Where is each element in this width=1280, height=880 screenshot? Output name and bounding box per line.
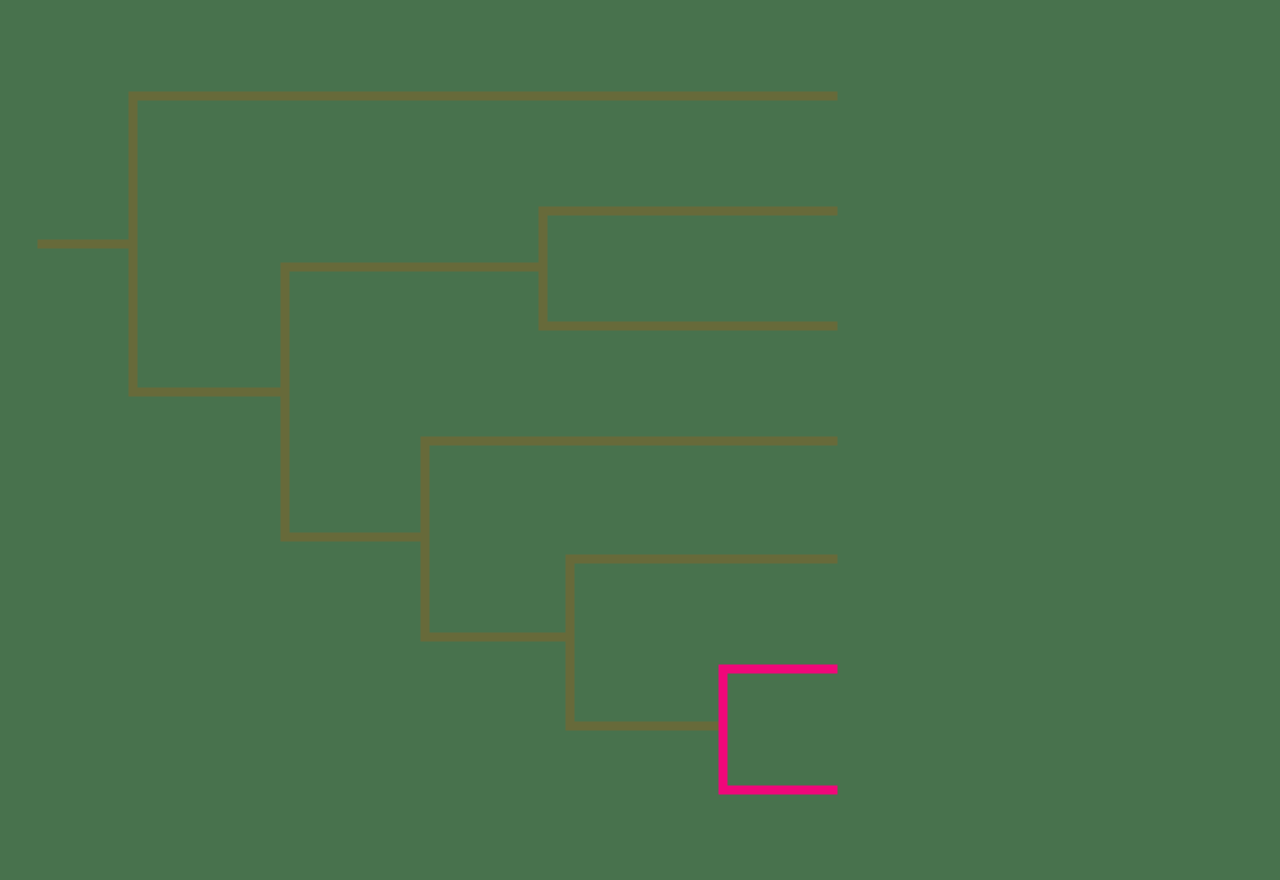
node-5-branch bbox=[565, 554, 838, 731]
tree-branches bbox=[37, 91, 838, 731]
node-2-branch bbox=[280, 262, 548, 542]
node-1-branch bbox=[128, 91, 838, 397]
highlighted-clade-branch bbox=[718, 664, 838, 795]
node-4-branch bbox=[420, 436, 838, 642]
node-3-branch bbox=[538, 206, 838, 331]
